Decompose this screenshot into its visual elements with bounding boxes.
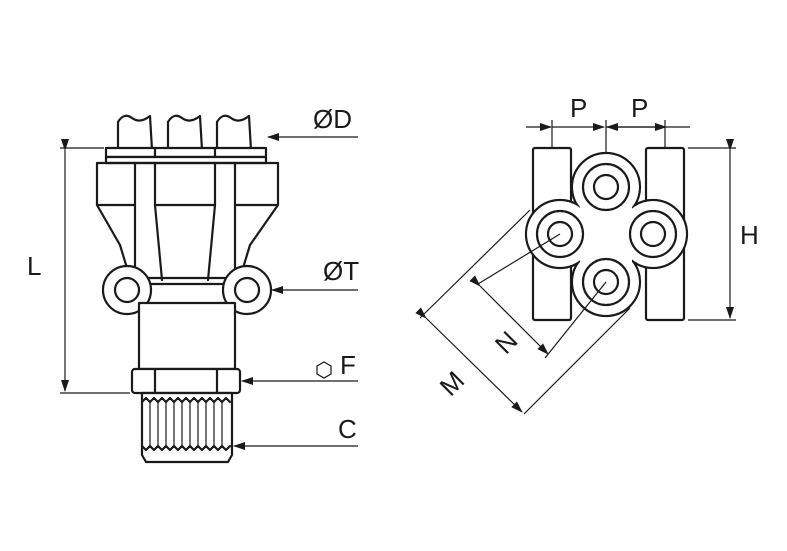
side-dimensions: L ØD ØT F C bbox=[27, 104, 359, 450]
dim-od-label: ØD bbox=[313, 104, 352, 134]
dim-p-left-label: P bbox=[570, 93, 587, 123]
dim-m-line bbox=[415, 307, 523, 413]
dim-ot-label: ØT bbox=[323, 256, 359, 286]
collet-ring bbox=[104, 146, 268, 159]
hexagon-icon bbox=[316, 361, 332, 379]
dim-f-label: F bbox=[340, 350, 356, 380]
stem bbox=[137, 301, 237, 371]
ports bbox=[535, 162, 678, 307]
dim-m-label: M bbox=[434, 365, 471, 402]
thread bbox=[140, 391, 234, 464]
dim-l-label: L bbox=[27, 251, 41, 281]
dim-h-label: H bbox=[740, 220, 759, 250]
dim-n-label: N bbox=[489, 325, 523, 359]
top-view bbox=[524, 146, 689, 322]
tubes bbox=[116, 114, 253, 152]
dim-c-label: C bbox=[338, 414, 357, 444]
thread-lines bbox=[140, 396, 232, 452]
dim-p-right-label: P bbox=[631, 93, 648, 123]
side-view bbox=[95, 114, 280, 464]
body-upper bbox=[95, 161, 280, 280]
hex-nut bbox=[130, 367, 242, 395]
